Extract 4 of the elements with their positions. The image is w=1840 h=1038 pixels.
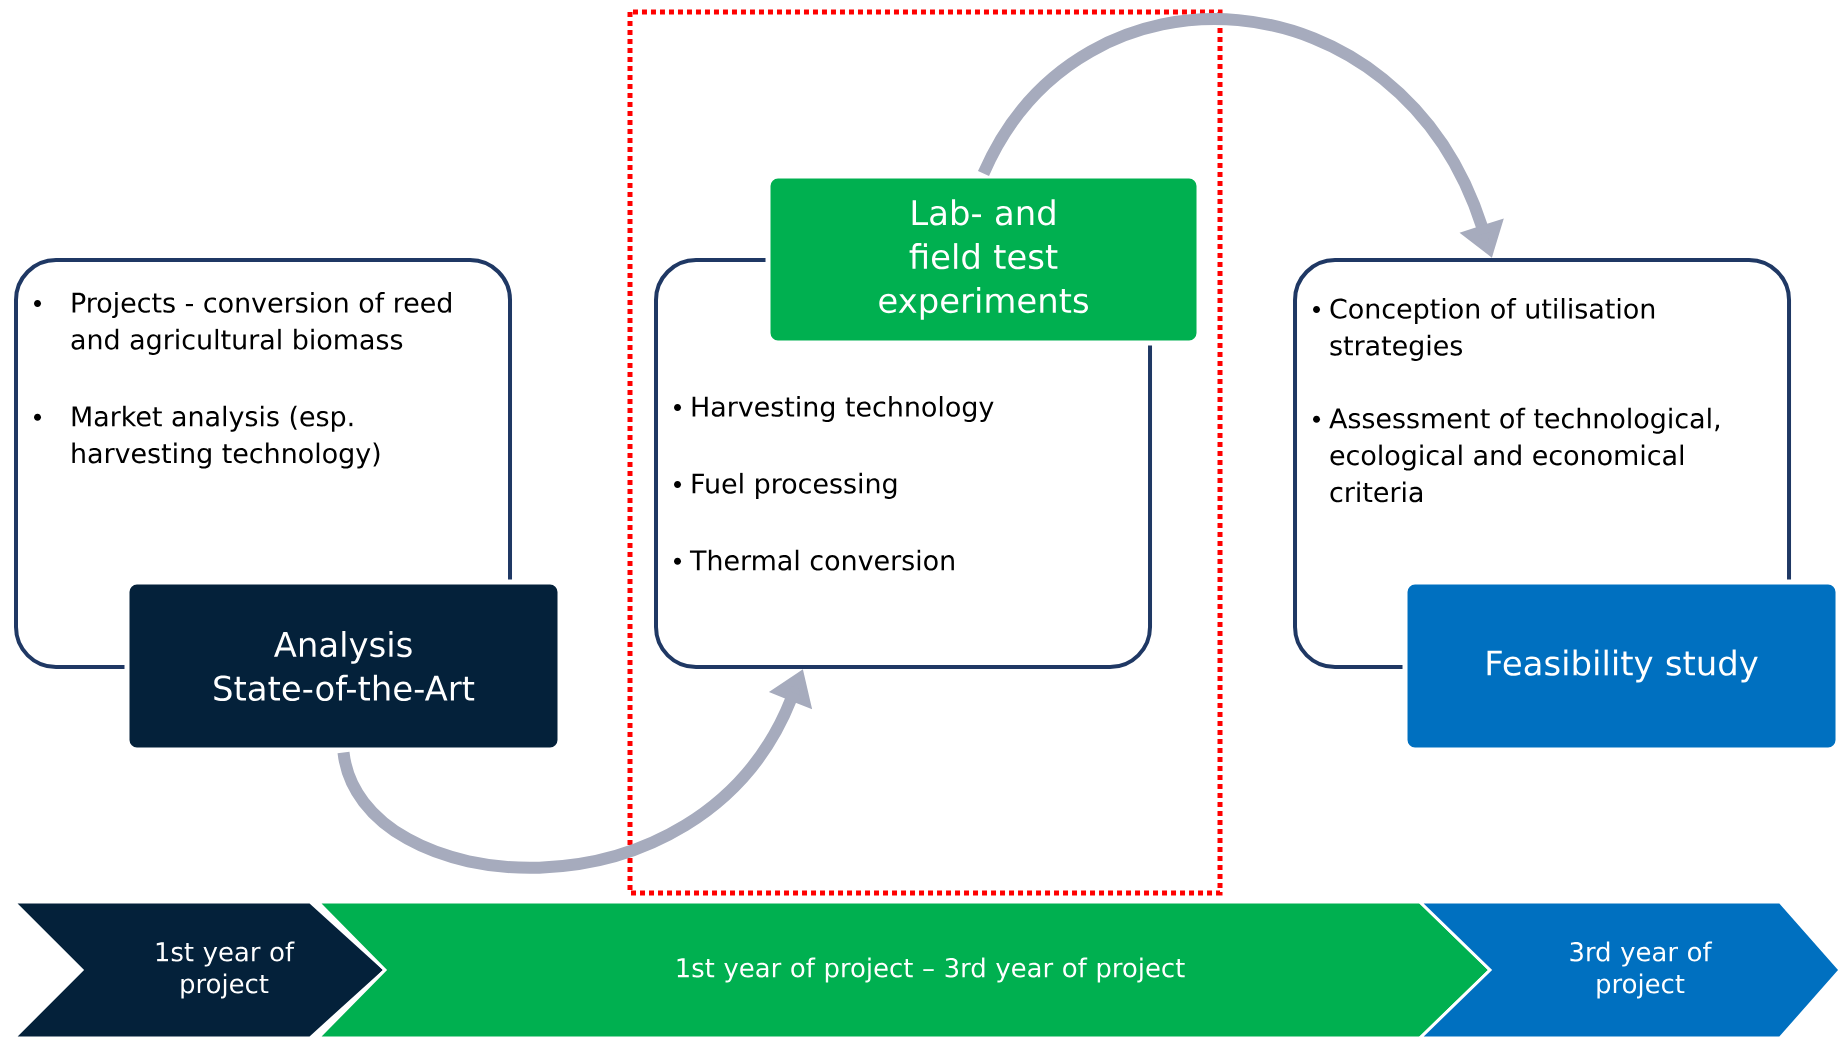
timeline-segment: 3rd year of project xyxy=(1416,900,1840,1038)
title-box: Lab- and field test experiments xyxy=(765,173,1202,346)
title-box: Analysis State-of-the-Art xyxy=(124,579,563,753)
title-box: Feasibility study xyxy=(1402,579,1840,753)
